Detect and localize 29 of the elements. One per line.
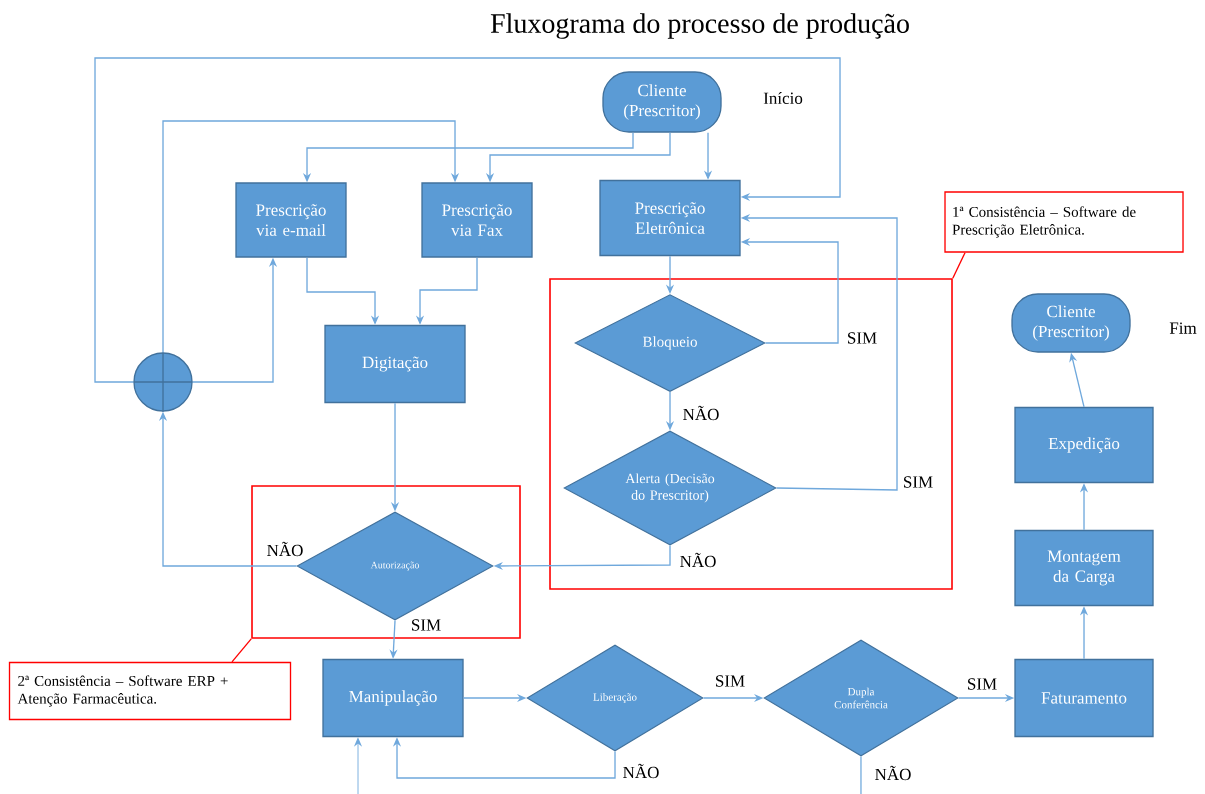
callout-box: 2ª Consistência – Software ERP + Atenção Farmacêutica. bbox=[8, 661, 292, 721]
leader-line bbox=[952, 252, 966, 279]
title: Fluxograma do processo de produção bbox=[490, 13, 909, 39]
edge-label: SIM bbox=[901, 474, 935, 490]
process-box: Expedição bbox=[1014, 406, 1154, 484]
edge-label: SIM bbox=[713, 673, 747, 689]
process-box: Manipulação bbox=[322, 658, 464, 738]
arrow bbox=[94, 57, 841, 383]
edge-label: SIM bbox=[965, 676, 999, 692]
callout-box: 1ª Consistência – Software de Prescrição Eletrônica. bbox=[944, 191, 1184, 253]
leader-line bbox=[231, 638, 252, 663]
connector-circle bbox=[132, 351, 194, 413]
arrow bbox=[162, 120, 460, 353]
terminal-label: Início bbox=[763, 92, 803, 104]
process-box: Montagem da Carga bbox=[1014, 529, 1154, 607]
process-box: Prescrição via e-mail bbox=[235, 182, 347, 258]
edge-label: NÃO bbox=[621, 762, 661, 780]
edge-label: NÃO bbox=[873, 764, 913, 782]
process-box: Prescrição Eletrônica bbox=[599, 179, 741, 257]
process-box: Faturamento bbox=[1014, 658, 1154, 738]
highlight-frame bbox=[549, 278, 953, 590]
edge-label: SIM bbox=[845, 330, 879, 346]
edge-label: NÃO bbox=[678, 551, 718, 569]
process-box: Digitação bbox=[324, 324, 466, 404]
terminal-label: Fim bbox=[1169, 322, 1197, 334]
edge-label: NÃO bbox=[681, 404, 721, 422]
highlight-frame bbox=[251, 485, 521, 639]
connector-line bbox=[860, 755, 862, 794]
process-box: Prescrição via Fax bbox=[421, 182, 533, 258]
